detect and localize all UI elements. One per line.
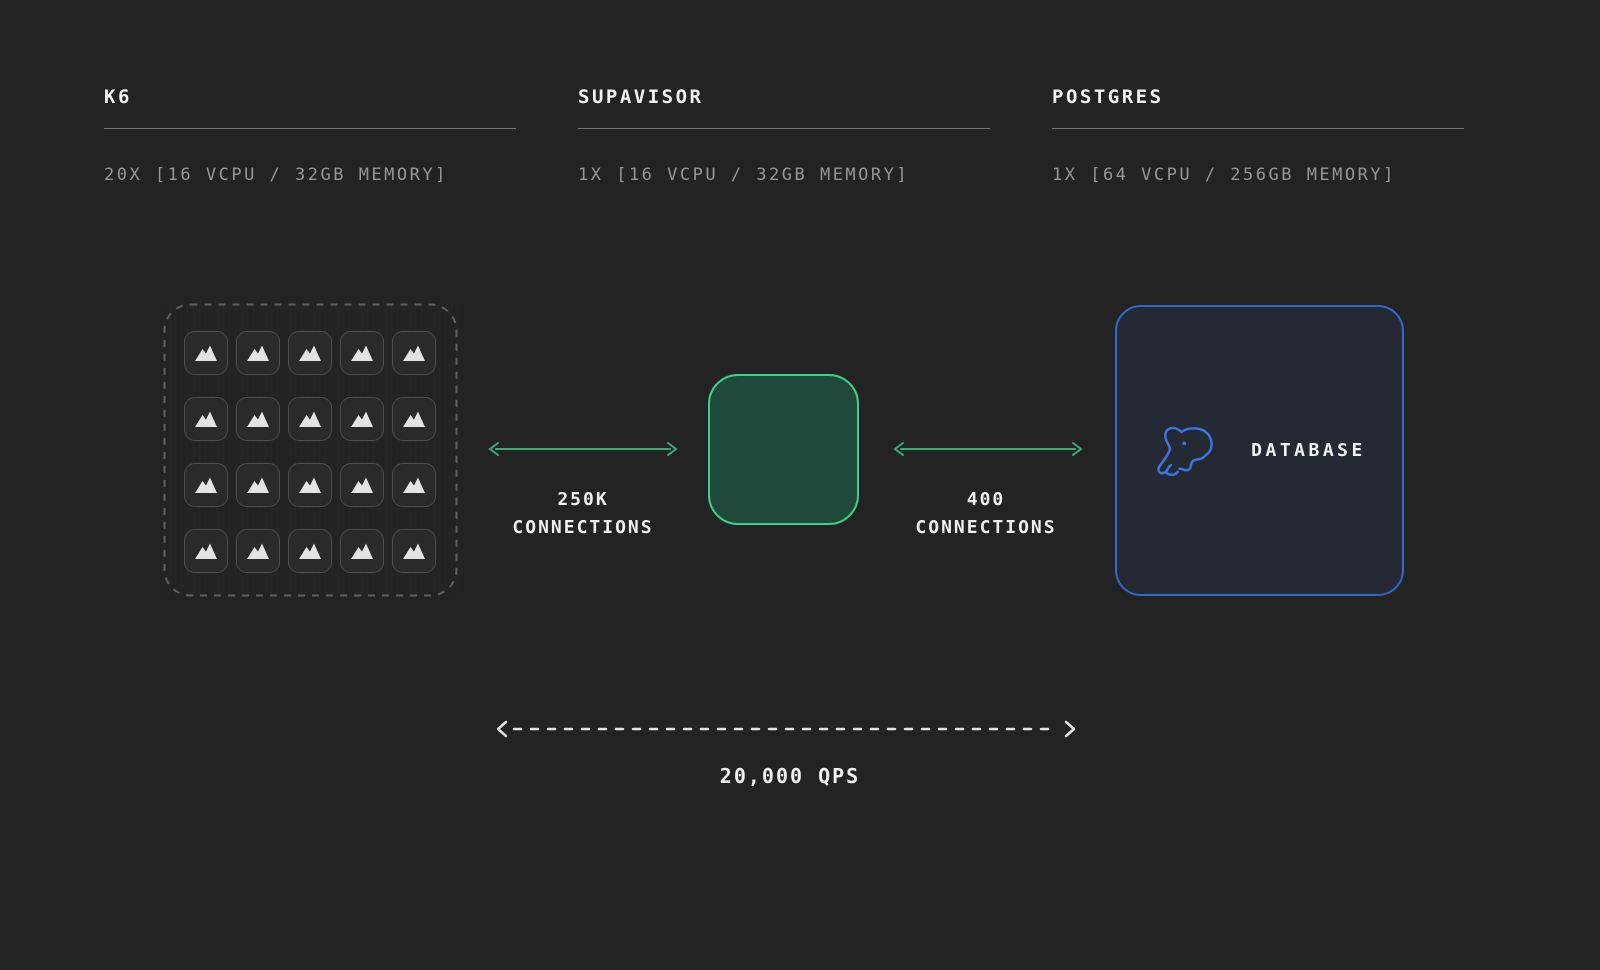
k6-logo-icon (247, 411, 269, 427)
k6-instance-tile (340, 529, 384, 573)
k6-instance-tile (184, 397, 228, 441)
k6-logo-icon (247, 477, 269, 493)
supavisor-title: SUPAVISOR (578, 86, 704, 108)
k6-logo-icon (299, 543, 321, 559)
postgres-elephant-icon (1157, 426, 1213, 476)
k6-instance-tile (340, 397, 384, 441)
k6-instance-tile (392, 529, 436, 573)
postgres-title-rule (1052, 128, 1464, 129)
left-link-label-line2: CONNECTIONS (512, 517, 654, 538)
k6-instance-tile (392, 463, 436, 507)
k6-logo-icon (351, 543, 373, 559)
k6-logo-icon (195, 543, 217, 559)
qps-label: 20,000 QPS (719, 764, 861, 788)
k6-logo-icon (403, 345, 425, 361)
k6-title-rule (104, 128, 516, 129)
k6-instance-tile (340, 463, 384, 507)
k6-spec: 20X [16 VCPU / 32GB MEMORY] (104, 165, 448, 185)
column-postgres: POSTGRES 1X [64 VCPU / 256GB MEMORY] (1052, 86, 1464, 185)
k6-instance-tile (184, 529, 228, 573)
qps-dashed-arrow (496, 720, 1076, 738)
k6-logo-icon (247, 543, 269, 559)
k6-logo-icon (195, 345, 217, 361)
left-link-label-line1: 250K (557, 489, 609, 510)
k6-logo-icon (195, 411, 217, 427)
k6-instance-tile (288, 397, 332, 441)
right-link-label: 400 CONNECTIONS (876, 486, 1096, 542)
k6-instance-tile (288, 463, 332, 507)
k6-logo-icon (403, 477, 425, 493)
k6-instance-grid (184, 331, 436, 573)
k6-logo-icon (195, 477, 217, 493)
supavisor-postgres-arrow (893, 442, 1083, 456)
k6-logo-icon (351, 477, 373, 493)
k6-logo-icon (403, 411, 425, 427)
supavisor-spec: 1X [16 VCPU / 32GB MEMORY] (578, 165, 910, 185)
left-link-label: 250K CONNECTIONS (473, 486, 693, 542)
k6-instance-tile (236, 529, 280, 573)
database-label: DATABASE (1251, 440, 1366, 461)
k6-instance-tile (236, 463, 280, 507)
k6-logo-icon (247, 345, 269, 361)
k6-instance-tile (236, 331, 280, 375)
k6-logo-icon (403, 543, 425, 559)
k6-logo-icon (299, 477, 321, 493)
k6-instance-tile (392, 397, 436, 441)
k6-instance-tile (288, 331, 332, 375)
k6-logo-icon (299, 345, 321, 361)
k6-instance-tile (392, 331, 436, 375)
k6-instance-tile (184, 463, 228, 507)
column-supavisor: SUPAVISOR 1X [16 VCPU / 32GB MEMORY] (578, 86, 990, 185)
column-k6: K6 20X [16 VCPU / 32GB MEMORY] (104, 86, 516, 185)
k6-instance-tile (184, 331, 228, 375)
right-link-label-line1: 400 (966, 489, 1006, 510)
postgres-node: DATABASE (1115, 305, 1404, 596)
k6-instance-tile (288, 529, 332, 573)
postgres-title: POSTGRES (1052, 86, 1164, 108)
k6-logo-icon (351, 345, 373, 361)
k6-title: K6 (104, 86, 132, 108)
k6-logo-icon (299, 411, 321, 427)
supavisor-node (708, 374, 859, 525)
k6-logo-icon (351, 411, 373, 427)
k6-supavisor-arrow (488, 442, 678, 456)
k6-instance-tile (340, 331, 384, 375)
supavisor-title-rule (578, 128, 990, 129)
postgres-spec: 1X [64 VCPU / 256GB MEMORY] (1052, 165, 1396, 185)
right-link-label-line2: CONNECTIONS (915, 517, 1057, 538)
k6-instance-tile (236, 397, 280, 441)
k6-cluster (163, 303, 458, 597)
